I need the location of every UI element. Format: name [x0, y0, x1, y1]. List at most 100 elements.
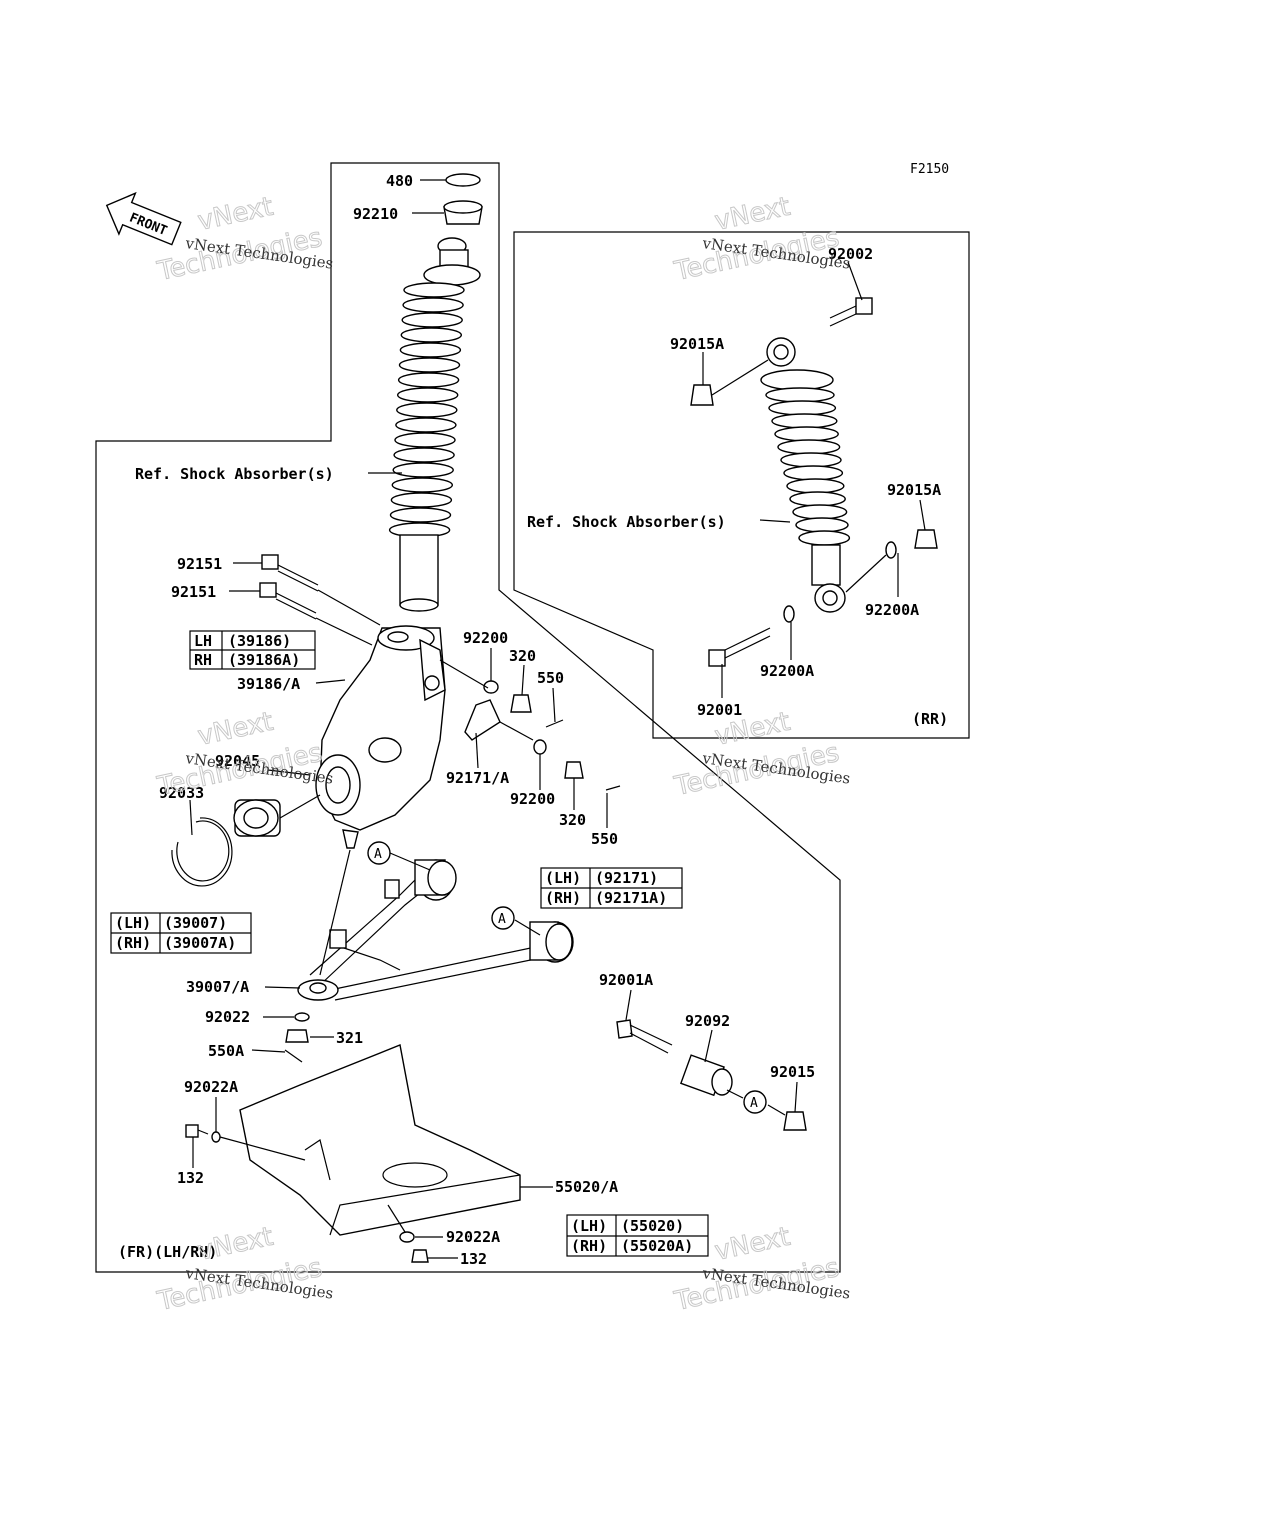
collar-92092 [679, 1054, 733, 1097]
spring-coil [798, 530, 851, 546]
svg-text:(39007A): (39007A) [164, 934, 236, 952]
bellows-rib [397, 372, 460, 388]
bellows-rib [402, 297, 464, 313]
bellows-rib [393, 447, 455, 463]
svg-text:(39007): (39007) [164, 914, 227, 932]
label-92151-2: 92151 [171, 583, 216, 601]
svg-text:(92171): (92171) [595, 869, 658, 887]
svg-text:(RH): (RH) [115, 934, 151, 952]
bolt-92002 [829, 297, 873, 327]
label-92015a-2: 92015A [887, 481, 941, 499]
table-knuckle: LH (39186) RH (39186A) [189, 630, 316, 670]
circlip [171, 817, 233, 887]
cotter-pin-550a [284, 1049, 303, 1063]
front-shock-absorber [388, 173, 483, 612]
bellows-rib [390, 492, 453, 508]
label-92045: 92045 [215, 752, 260, 770]
label-132-2: 132 [460, 1250, 487, 1268]
rear-shock-absorber [760, 337, 851, 613]
svg-text:(92171A): (92171A) [595, 889, 667, 907]
svg-text:A: A [374, 847, 382, 862]
cotter-pin-550-2 [605, 785, 621, 791]
steering-knuckle [315, 625, 446, 849]
label-132-1: 132 [177, 1169, 204, 1187]
spring-coil [795, 517, 849, 533]
svg-text:vNext: vNext [195, 1222, 276, 1267]
label-321: 321 [336, 1029, 363, 1047]
watermark-3: vNext Technologies vNext Technologies [154, 706, 335, 802]
leader-lines [189, 179, 926, 1259]
svg-text:A: A [498, 912, 506, 927]
front-frame [95, 162, 841, 1273]
label-fr: (FR)(LH/RH) [118, 1243, 217, 1261]
label-92200-1: 92200 [463, 629, 508, 647]
castle-nut-320-1 [510, 694, 532, 713]
bracket-92171 [464, 699, 501, 741]
label-ref-shock-rr: Ref. Shock Absorber(s) [527, 513, 726, 531]
svg-text:vNext: vNext [712, 192, 793, 237]
rear-frame [513, 231, 970, 739]
label-92200-2: 92200 [510, 790, 555, 808]
table-bracket: (LH) (92171) (RH) (92171A) [540, 867, 683, 909]
spring-coil [765, 387, 835, 403]
bellows-rib [394, 432, 456, 448]
label-92015a-1: 92015A [670, 335, 724, 353]
bolt-92001 [708, 627, 771, 667]
label-92002: 92002 [828, 245, 873, 263]
svg-text:RH: RH [194, 651, 212, 669]
washer-92200-2 [533, 739, 547, 755]
bellows-rib [400, 327, 462, 343]
washer-92022a-1 [211, 1131, 221, 1143]
figure-code: F2150 [910, 162, 949, 177]
label-92022a-1: 92022A [184, 1078, 238, 1096]
label-92033: 92033 [159, 784, 204, 802]
spring-coil [768, 400, 837, 416]
bellows-rib [398, 357, 461, 373]
front-arrow-icon: FRONT [105, 191, 182, 246]
svg-text:vNext: vNext [195, 707, 276, 752]
nut-321 [285, 1029, 309, 1043]
bellows-rib [395, 417, 457, 433]
nut-92015 [783, 1111, 807, 1131]
spring-coil [789, 491, 846, 507]
a-arm [297, 859, 574, 1001]
circle-a-marker-3: A [743, 1090, 767, 1114]
label-550-1: 550 [537, 669, 564, 687]
spring-coil [774, 426, 839, 442]
washer-92200a-1 [885, 541, 897, 559]
label-39186a: 39186/A [237, 675, 300, 693]
circle-a-marker-2: A [491, 906, 515, 930]
label-92001a: 92001A [599, 971, 653, 989]
cotter-pin-550-1 [545, 719, 564, 728]
watermark-4: vNext Technologies vNext Technologies [671, 706, 852, 802]
label-92151-1: 92151 [177, 555, 222, 573]
bellows-rib [401, 312, 463, 328]
svg-text:(RH): (RH) [571, 1237, 607, 1255]
label-92200a-2: 92200A [760, 662, 814, 680]
svg-text:(LH): (LH) [571, 1217, 607, 1235]
label-92015: 92015 [770, 1063, 815, 1081]
label-39007a: 39007/A [186, 978, 249, 996]
bolt-92001a [616, 1019, 673, 1054]
bellows-rib [391, 477, 453, 493]
spring-coil [771, 413, 838, 429]
nut-92015a-2 [914, 529, 938, 549]
watermark-1: vNext Technologies vNext Technologies [154, 191, 335, 287]
bolt-92151-upper [261, 554, 319, 592]
svg-text:(RH): (RH) [545, 889, 581, 907]
svg-text:(55020A): (55020A) [621, 1237, 693, 1255]
svg-text:(LH): (LH) [115, 914, 151, 932]
svg-text:(55020): (55020) [621, 1217, 684, 1235]
label-550a: 550A [208, 1042, 244, 1060]
castle-nut-320-2 [564, 761, 584, 779]
spring-coil [786, 478, 845, 494]
label-92092: 92092 [685, 1012, 730, 1030]
label-rr: (RR) [912, 710, 948, 728]
washer-92022a-2 [399, 1231, 415, 1243]
bellows-rib [389, 507, 452, 523]
svg-text:A: A [750, 1096, 758, 1111]
bellows-rib [392, 462, 454, 478]
svg-text:vNext: vNext [712, 1222, 793, 1267]
svg-text:LH: LH [194, 632, 212, 650]
